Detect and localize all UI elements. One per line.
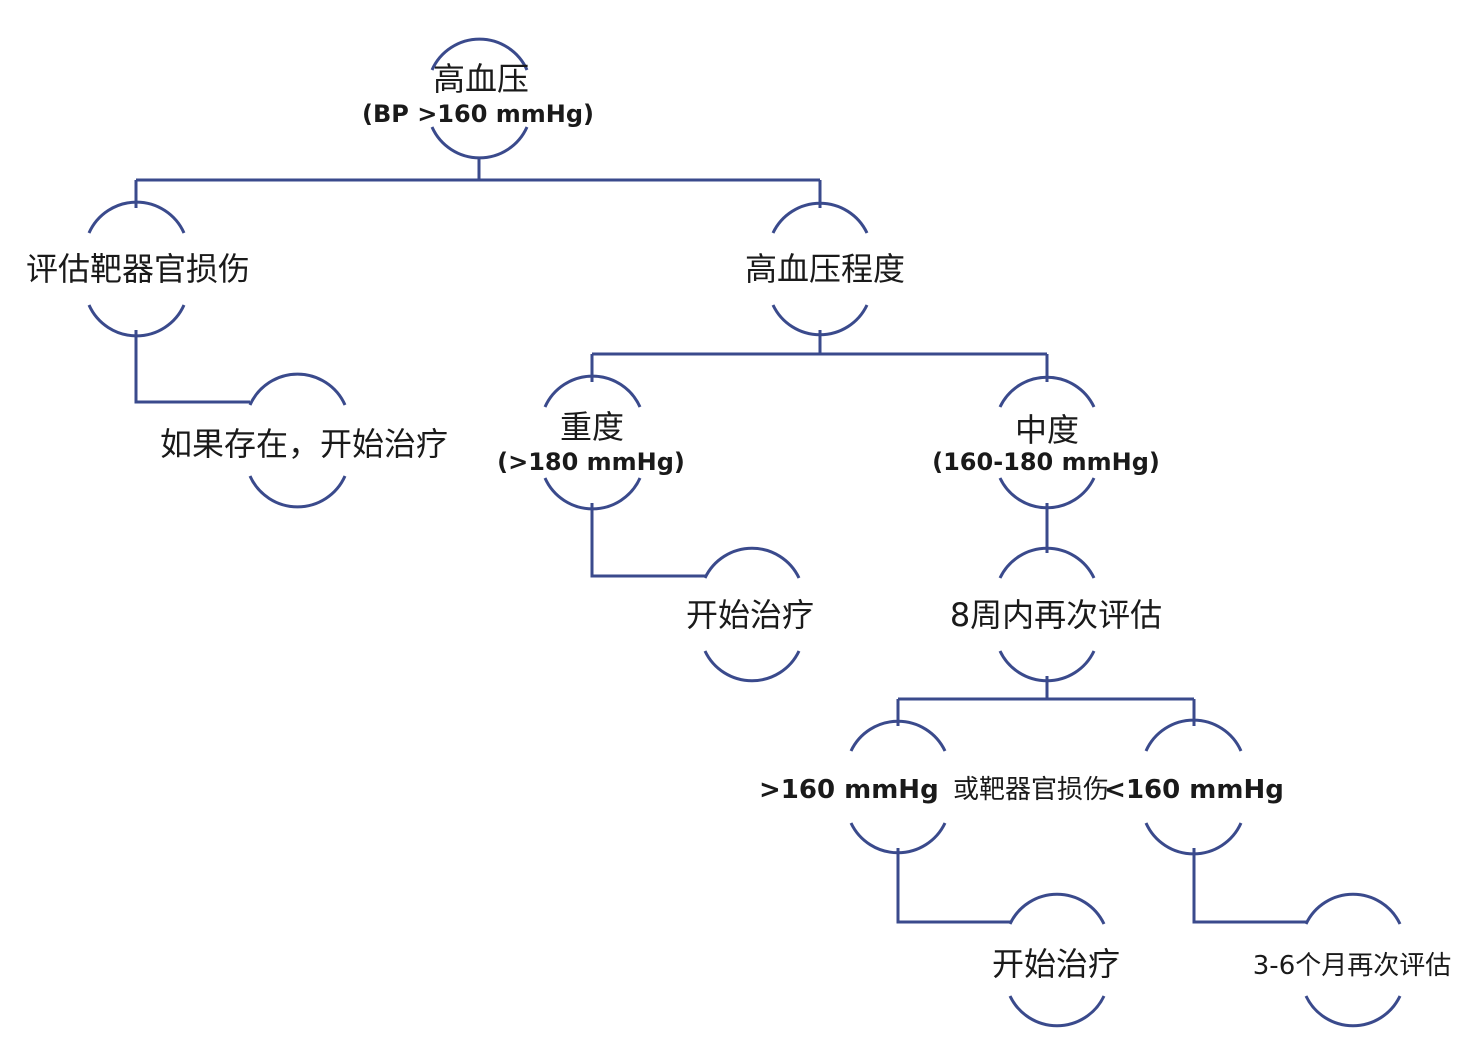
node-below-160-bracket	[1144, 718, 1243, 856]
connector-severe-to-treat	[590, 503, 705, 578]
node-moderate-title: 中度	[1015, 411, 1079, 449]
node-high-or-damage-bracket	[849, 719, 947, 855]
node-reassess-8w-title: 8周内再次评估	[950, 596, 1162, 634]
connector-reassess-to-outcomes	[896, 676, 1196, 726]
node-below-160-label: <160 mmHg	[1104, 775, 1284, 805]
node-severity-bracket	[771, 201, 869, 337]
node-high-or-damage-label: >160 mmHg 或靶器官损伤	[759, 775, 1109, 805]
node-high-treat-title: 开始治疗	[992, 945, 1120, 983]
node-severe-subtitle: (>180 mmHg)	[497, 448, 685, 476]
node-severe-bracket	[543, 374, 642, 511]
node-severe-treat-title: 开始治疗	[686, 596, 814, 634]
node-severe-title: 重度	[560, 408, 624, 446]
node-high-treat-bracket	[1008, 892, 1106, 1028]
node-assess-title: 评估靶器官损伤	[26, 250, 250, 288]
node-reassess-8w-bracket	[998, 546, 1096, 683]
node-assess-bracket	[87, 200, 186, 338]
connector-below-to-reassess	[1192, 848, 1306, 924]
node-high-or-damage-value: >160 mmHg	[759, 775, 939, 805]
node-severe-treat-bracket	[703, 546, 801, 683]
connector-severity-to-levels	[590, 330, 1049, 382]
node-moderate-subtitle: (160-180 mmHg)	[932, 448, 1160, 476]
connector-root-to-children	[134, 157, 822, 208]
connector-high-to-treat	[896, 848, 1010, 924]
node-root-bracket	[430, 37, 529, 160]
node-reassess-3-6m-bracket	[1304, 892, 1402, 1028]
node-moderate-bracket	[998, 375, 1096, 510]
node-severity-title: 高血压程度	[745, 250, 905, 288]
node-high-or-damage-suffix: 或靶器官损伤	[953, 775, 1109, 805]
node-root-subtitle: (BP >160 mmHg)	[362, 100, 594, 128]
node-if-present-bracket	[248, 372, 347, 509]
node-reassess-3-6m-title: 3-6个月再次评估	[1253, 951, 1451, 981]
connector-assess-to-if-present	[134, 330, 250, 404]
node-root-title: 高血压	[433, 60, 529, 98]
node-if-present-title: 如果存在，开始治疗	[160, 425, 448, 463]
